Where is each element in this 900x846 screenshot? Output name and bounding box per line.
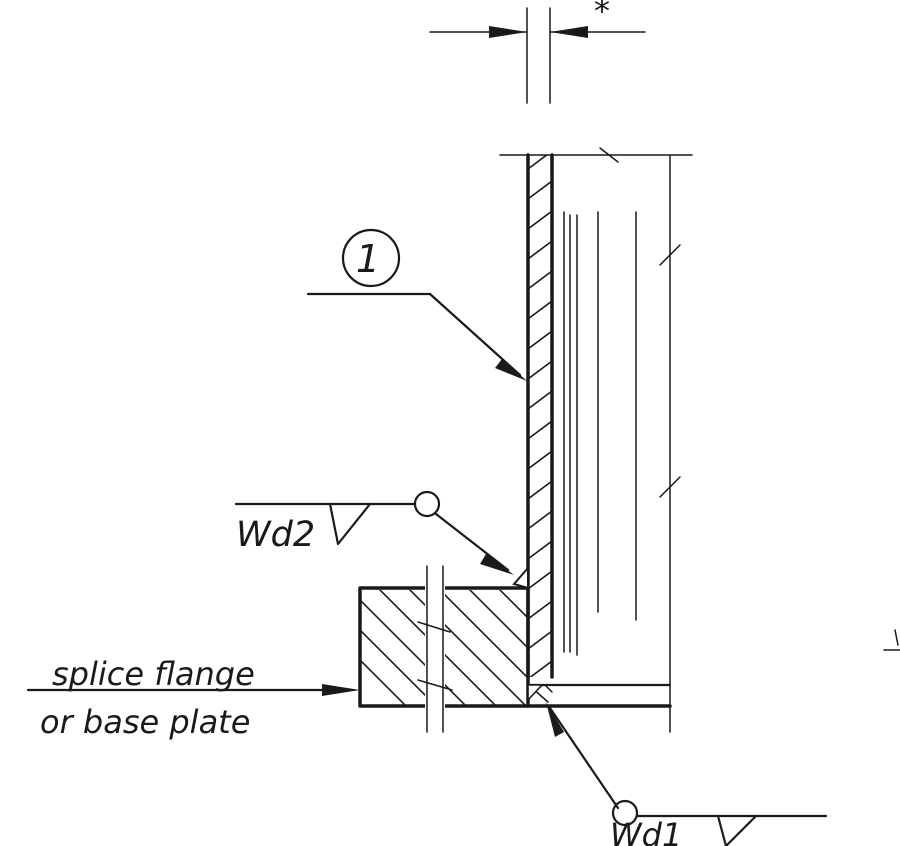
dimension-asterisk: *: [594, 0, 610, 30]
edge-fragment-stroke: [894, 629, 899, 646]
callout-number: 1: [356, 237, 380, 281]
thickness-dimension: *: [429, 0, 646, 104]
weld-wd1-callout: Wd1: [546, 702, 828, 846]
fillet-weld-upper: [512, 565, 529, 590]
splice-flange-callout: splice flange or base plate: [26, 655, 360, 741]
break-tick-top: [599, 147, 619, 163]
item-1-callout: 1: [306, 228, 527, 381]
weld-wd2-arrow: [480, 554, 514, 575]
dimension-arrow-left: [489, 26, 527, 38]
weld-wd1-circle: [611, 799, 639, 827]
callout-circle: [341, 228, 401, 288]
weld-wd1-label: Wd1: [610, 816, 682, 846]
weld-wd2-label: Wd2: [236, 515, 315, 555]
flange-label-line1: splice flange: [52, 655, 255, 693]
side-lines: [563, 154, 681, 733]
dimension-arrow-right: [550, 26, 588, 38]
splice-flange-plate: [358, 565, 530, 733]
web-plate: [526, 153, 554, 679]
callout-arrow: [495, 359, 527, 381]
web-hatching: [528, 155, 552, 677]
member-bottom-flange: [526, 683, 672, 708]
weld-wd1-arrow: [546, 702, 564, 737]
fillet-weld-lower: [527, 684, 544, 703]
weld-all-around-circle: [413, 490, 441, 518]
weld-wd2-callout: Wd2: [234, 490, 514, 575]
flange-label-line2: or base plate: [40, 703, 250, 741]
flange-arrow: [322, 684, 360, 696]
